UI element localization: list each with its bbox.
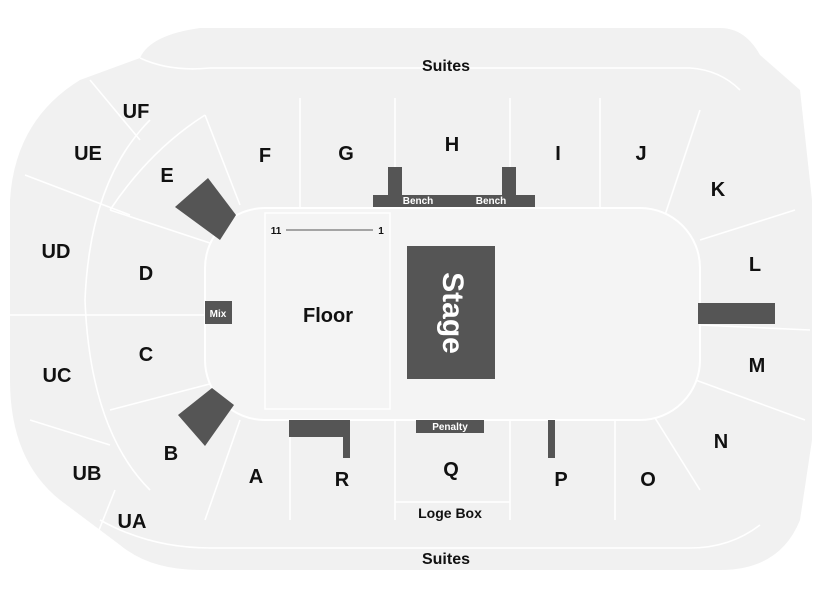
section-m[interactable]: M	[749, 355, 766, 377]
section-ua[interactable]: UA	[118, 511, 147, 533]
section-i[interactable]: I	[555, 143, 561, 165]
suites-bottom-label[interactable]: Suites	[422, 551, 470, 568]
section-o[interactable]: O	[640, 469, 656, 491]
section-r[interactable]: R	[335, 469, 350, 491]
section-d[interactable]: D	[139, 263, 153, 285]
section-b[interactable]: B	[164, 443, 178, 465]
penalty-box	[416, 420, 484, 433]
r-tunnel-top	[289, 420, 350, 437]
p-tunnel	[548, 420, 555, 458]
section-ud[interactable]: UD	[42, 241, 71, 263]
r-tunnel-side	[343, 420, 350, 458]
section-q[interactable]: Q	[443, 459, 459, 481]
penalty-label: Penalty	[432, 422, 468, 433]
section-a[interactable]: A	[249, 466, 263, 488]
bench-left-label: Bench	[403, 196, 434, 207]
section-ue[interactable]: UE	[74, 143, 102, 165]
section-dividers	[10, 57, 811, 549]
floor-row-end: 1	[378, 226, 384, 237]
bench-right-label: Bench	[476, 196, 507, 207]
section-l[interactable]: L	[749, 254, 761, 276]
section-n[interactable]: N	[714, 431, 728, 453]
right-bar	[698, 303, 775, 324]
section-e[interactable]: E	[160, 165, 173, 187]
mix-label: Mix	[210, 309, 227, 320]
section-g[interactable]: G	[338, 143, 354, 165]
bench-bar	[373, 195, 535, 207]
bench-post-left	[388, 167, 402, 197]
bench-post-right	[502, 167, 516, 197]
floor-label: Floor	[303, 305, 353, 327]
section-p[interactable]: P	[554, 469, 567, 491]
tunnel-b	[178, 388, 234, 446]
section-k[interactable]: K	[711, 179, 726, 201]
suites-top-label[interactable]: Suites	[422, 58, 470, 75]
stage-label: Stage	[436, 272, 469, 354]
section-uc[interactable]: UC	[43, 365, 72, 387]
mix-block	[205, 301, 232, 324]
floor-row-start: 11	[271, 226, 282, 237]
section-j[interactable]: J	[635, 143, 646, 165]
section-ub[interactable]: UB	[73, 463, 102, 485]
section-f[interactable]: F	[259, 145, 271, 167]
section-c[interactable]: C	[139, 344, 153, 366]
section-h[interactable]: H	[445, 134, 459, 156]
floor-box[interactable]	[264, 212, 391, 410]
tunnel-e	[175, 178, 236, 240]
stage-block	[407, 246, 495, 379]
loge-box-label[interactable]: Loge Box	[418, 505, 482, 521]
section-uf[interactable]: UF	[123, 101, 150, 123]
